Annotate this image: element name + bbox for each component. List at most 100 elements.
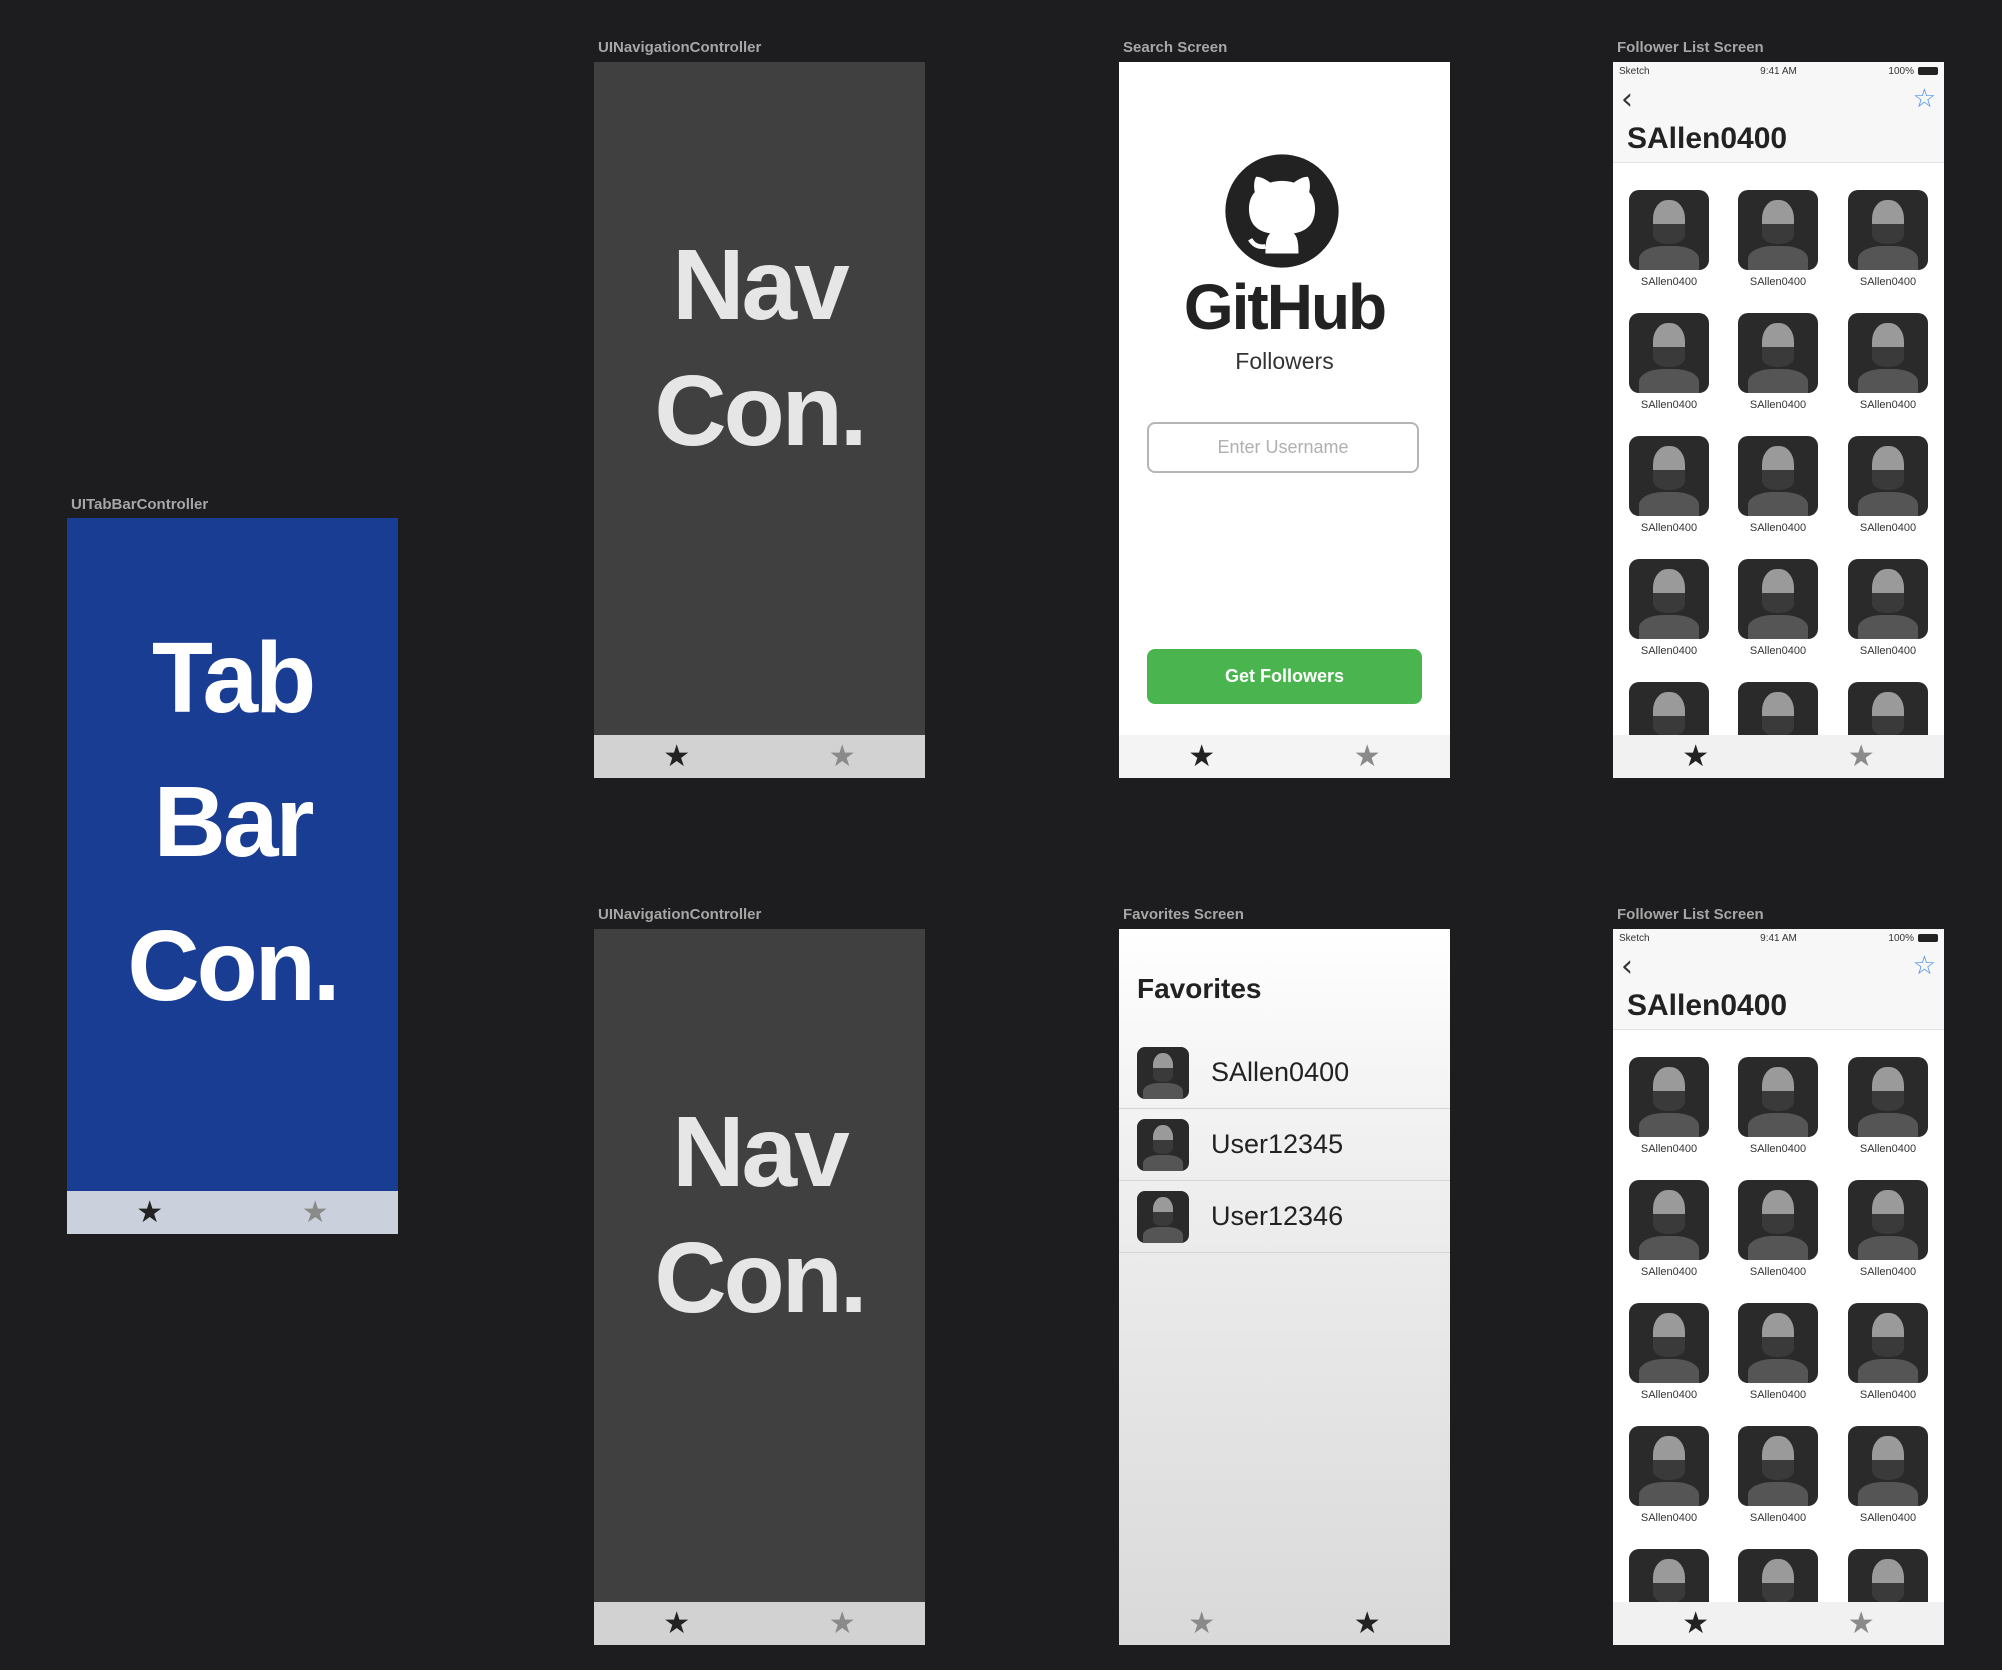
follower-cell[interactable]: SAllen0400 [1845,1057,1931,1155]
follower-cell[interactable]: SAllen0400 [1735,1180,1821,1278]
follower-username: SAllen0400 [1749,276,1807,288]
follower-list-screen-2: Sketch 9:41 AM 100% ‹ ☆ SAllen0400 SAlle… [1613,929,1944,1645]
follower-cell[interactable]: SAllen0400 [1735,190,1821,288]
nav-controller-frame-1[interactable]: Nav Con. ★ ★ [594,62,925,778]
follower-cell[interactable]: SAllen0400 [1845,190,1931,288]
tab-search-star-icon[interactable]: ★ [1188,738,1216,774]
back-chevron-icon[interactable]: ‹ [1621,949,1633,984]
battery-label: 100% [1888,933,1914,944]
nav-controller-frame-2[interactable]: Nav Con. ★ ★ [594,929,925,1645]
follower-cell[interactable]: SAllen0400 [1735,1303,1821,1401]
tab-favorites-star-icon[interactable]: ★ [1353,738,1381,774]
frame-label-follower-list-1: Follower List Screen [1617,39,1764,56]
follower-cell[interactable]: SAllen0400 [1626,682,1712,735]
avatar [1629,1303,1709,1383]
follower-username: SAllen0400 [1640,1266,1698,1278]
avatar [1738,313,1818,393]
avatar [1629,559,1709,639]
tab-search-star-icon[interactable]: ★ [136,1194,164,1230]
follower-cell[interactable]: SAllen0400 [1845,1549,1931,1602]
title-line: Con. [127,910,340,1022]
tab-favorites-star-icon[interactable]: ★ [301,1194,329,1230]
username-input[interactable] [1147,422,1419,473]
search-screen: GitHub Followers Get Followers ★ ★ [1119,62,1450,778]
follower-cell[interactable]: SAllen0400 [1735,1057,1821,1155]
favorite-row[interactable]: User12346 [1119,1181,1450,1253]
avatar [1848,1549,1928,1602]
follower-username: SAllen0400 [1859,1389,1917,1401]
follower-cell[interactable]: SAllen0400 [1845,1180,1931,1278]
favorite-row[interactable]: User12345 [1119,1109,1450,1181]
avatar [1629,1180,1709,1260]
tab-search-star-icon[interactable]: ★ [663,738,691,774]
follower-username: SAllen0400 [1859,522,1917,534]
follower-list-title: SAllen0400 [1627,122,1788,155]
back-chevron-icon[interactable]: ‹ [1621,82,1633,117]
follower-cell[interactable]: SAllen0400 [1735,436,1821,534]
frame-label-favorites-screen: Favorites Screen [1123,906,1244,923]
tab-search-star-icon[interactable]: ★ [1188,1605,1216,1641]
tab-favorites-star-icon[interactable]: ★ [828,738,856,774]
favorites-list: SAllen0400 User12345 User12346 [1119,1037,1450,1253]
follower-cell[interactable]: SAllen0400 [1626,1303,1712,1401]
follower-cell[interactable]: SAllen0400 [1845,559,1931,657]
favorite-star-icon[interactable]: ☆ [1912,84,1936,114]
follower-cell[interactable]: SAllen0400 [1626,559,1712,657]
title-line: Con. [654,355,867,467]
frame-label-nav-controller-2: UINavigationController [598,906,762,923]
tab-search-star-icon[interactable]: ★ [663,1605,691,1641]
follower-username: SAllen0400 [1640,1512,1698,1524]
tab-bar-controller-frame[interactable]: Tab Bar Con. ★ ★ [67,518,398,1234]
favorites-screen: Favorites SAllen0400 User12345 User12346… [1119,929,1450,1645]
follower-cell[interactable]: SAllen0400 [1845,1303,1931,1401]
tab-favorites-star-icon[interactable]: ★ [1847,738,1875,774]
tab-search-star-icon[interactable]: ★ [1682,1605,1710,1641]
status-bar: Sketch 9:41 AM 100% [1613,62,1944,82]
follower-username: SAllen0400 [1640,1143,1698,1155]
follower-cell[interactable]: SAllen0400 [1626,1549,1712,1602]
follower-username: SAllen0400 [1640,399,1698,411]
follower-cell[interactable]: SAllen0400 [1626,1057,1712,1155]
title-line: Nav [672,1096,849,1208]
tab-favorites-star-icon[interactable]: ★ [828,1605,856,1641]
avatar [1738,1549,1818,1602]
follower-cell[interactable]: SAllen0400 [1735,682,1821,735]
navigation-header [1613,929,1944,1030]
follower-cell[interactable]: SAllen0400 [1845,436,1931,534]
follower-cell[interactable]: SAllen0400 [1626,313,1712,411]
avatar [1848,559,1928,639]
tab-search-star-icon[interactable]: ★ [1682,738,1710,774]
follower-cell[interactable]: SAllen0400 [1626,436,1712,534]
get-followers-button[interactable]: Get Followers [1147,649,1422,704]
avatar [1848,1057,1928,1137]
tab-bar: ★ ★ [594,735,925,778]
frame-label-tab-bar-controller: UITabBarController [71,496,209,513]
follower-cell[interactable]: SAllen0400 [1735,1549,1821,1602]
tab-favorites-star-icon[interactable]: ★ [1847,1605,1875,1641]
follower-cell[interactable]: SAllen0400 [1735,1426,1821,1524]
follower-cell[interactable]: SAllen0400 [1845,313,1931,411]
time-label: 9:41 AM [1760,933,1797,944]
tab-bar: ★ ★ [1119,1602,1450,1645]
battery-icon [1918,67,1938,75]
follower-cell[interactable]: SAllen0400 [1626,190,1712,288]
follower-username: SAllen0400 [1749,1512,1807,1524]
follower-list-title: SAllen0400 [1627,989,1788,1022]
follower-cell[interactable]: SAllen0400 [1845,1426,1931,1524]
follower-cell[interactable]: SAllen0400 [1626,1180,1712,1278]
avatar [1137,1046,1189,1099]
tab-bar: ★ ★ [1613,735,1944,778]
follower-cell[interactable]: SAllen0400 [1626,1426,1712,1524]
favorite-row[interactable]: SAllen0400 [1119,1037,1450,1109]
frame-label-follower-list-2: Follower List Screen [1617,906,1764,923]
battery-icon [1918,934,1938,942]
follower-cell[interactable]: SAllen0400 [1735,313,1821,411]
follower-cell[interactable]: SAllen0400 [1735,559,1821,657]
tab-favorites-star-icon[interactable]: ★ [1353,1605,1381,1641]
avatar [1848,1303,1928,1383]
app-subtitle: Followers [1235,348,1334,374]
favorite-star-icon[interactable]: ☆ [1912,951,1936,981]
avatar [1629,1426,1709,1506]
follower-cell[interactable]: SAllen0400 [1845,682,1931,735]
